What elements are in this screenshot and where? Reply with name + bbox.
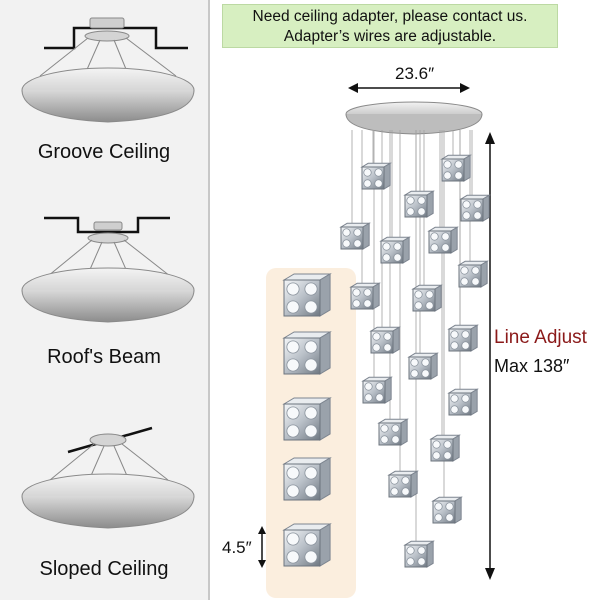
crystal-cube bbox=[360, 162, 392, 190]
line-adjust-label: Line Adjust bbox=[494, 327, 587, 348]
mount-label-groove-ceiling: Groove Ceiling bbox=[37, 141, 171, 163]
crystal-cube bbox=[369, 326, 401, 354]
notice-line-2: Adapter’s wires are adjustable. bbox=[283, 28, 497, 45]
crystal-cube-closeup bbox=[282, 273, 332, 317]
width-dimension-arrow bbox=[348, 83, 470, 93]
ceiling-canopy bbox=[345, 101, 483, 135]
crystal-cube bbox=[377, 418, 409, 446]
crystal-cube bbox=[387, 470, 419, 498]
crystal-cube bbox=[379, 236, 411, 264]
crystal-cube bbox=[459, 194, 491, 222]
height-dimension-arrow bbox=[485, 132, 495, 580]
crystal-cube bbox=[427, 226, 459, 254]
roofs-beam-illustration bbox=[21, 216, 195, 323]
crystal-cube bbox=[407, 352, 439, 380]
sloped-ceiling-illustration bbox=[21, 426, 195, 529]
groove-ceiling-illustration bbox=[21, 17, 195, 123]
crystal-cube bbox=[403, 540, 435, 568]
crystal-cube bbox=[447, 388, 479, 416]
crystal-cube-closeup bbox=[282, 523, 332, 567]
max-length-label: Max 138″ bbox=[494, 356, 570, 376]
crystal-cube bbox=[403, 190, 435, 218]
notice-line-1: Need ceiling adapter, please contact us. bbox=[252, 8, 528, 25]
adapter-notice: Need ceiling adapter, please contact us.… bbox=[222, 4, 558, 48]
crystal-cube bbox=[440, 154, 472, 182]
crystal-cube bbox=[447, 324, 479, 352]
mount-label-roofs-beam: Roof's Beam bbox=[47, 346, 161, 368]
crystal-cube-closeup bbox=[282, 331, 332, 375]
crystal-height-arrow bbox=[258, 526, 266, 568]
crystal-cube bbox=[411, 284, 443, 312]
crystal-cube-closeup bbox=[282, 457, 332, 501]
diameter-label: 23.6″ bbox=[395, 64, 435, 83]
mount-label-sloped-ceiling: Sloped Ceiling bbox=[39, 558, 169, 580]
crystal-cube bbox=[361, 376, 393, 404]
crystal-cube bbox=[457, 260, 489, 288]
crystal-cube bbox=[429, 434, 461, 462]
panel-divider bbox=[208, 0, 210, 600]
crystal-cube bbox=[339, 222, 371, 250]
crystal-height-label: 4.5″ bbox=[222, 538, 252, 557]
crystal-cube-closeup bbox=[282, 397, 332, 441]
crystal-cube bbox=[431, 496, 463, 524]
crystal-cube bbox=[349, 282, 381, 310]
